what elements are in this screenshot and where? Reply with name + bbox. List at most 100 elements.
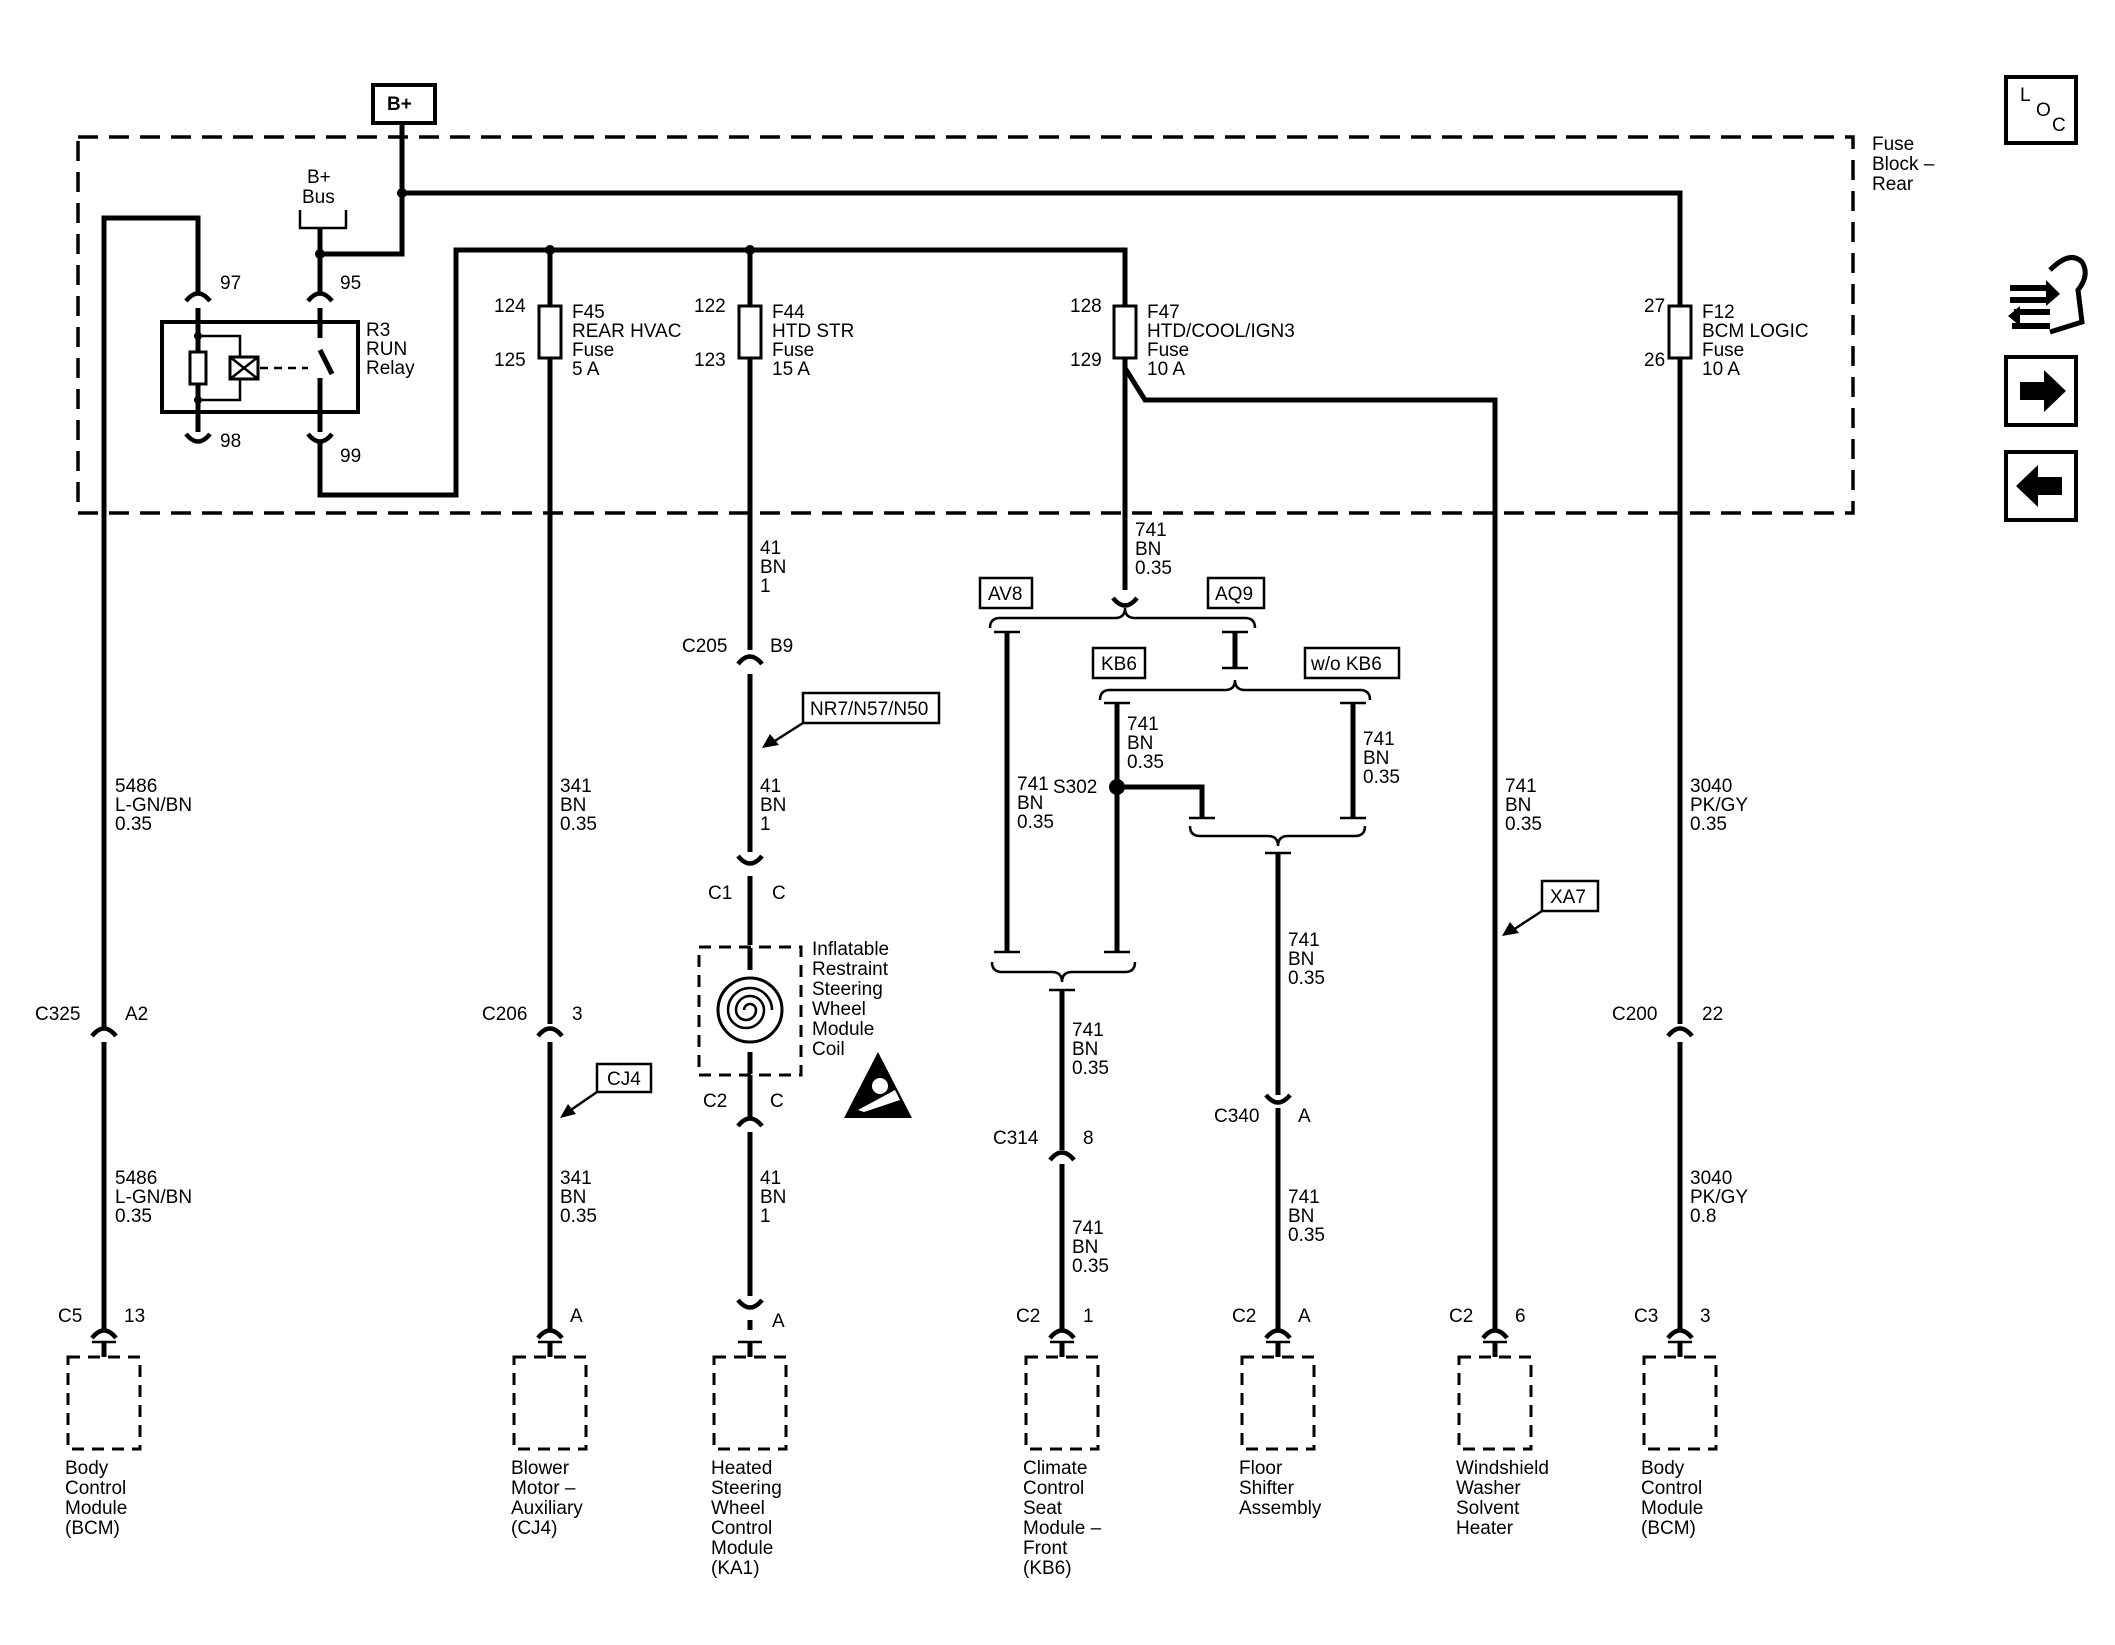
module-blower-line-3: Auxiliary [511,1498,583,1519]
module-floor-shifter-line-1: Floor [1239,1458,1283,1479]
bplus-bus-label-2: Bus [302,187,335,208]
tag-av8-box [978,576,1034,610]
fuse-f47-branch-xa7 [1122,366,1498,1330]
module-blower-pin: A [570,1306,583,1327]
wire-741-c-circuit: 741 [1127,714,1159,735]
relay-pin-98: 98 [220,431,241,452]
wire-741-a-color: BN [1135,539,1161,560]
c206-pin: 3 [572,1004,583,1025]
fuse-f44 [737,304,763,360]
fuse-f12-line-2: BCM LOGIC [1702,321,1809,342]
wire-741-c-color: BN [1127,733,1153,754]
loc-label-c: C [2052,115,2066,136]
c314-pin: 8 [1083,1128,1094,1149]
wire-741-a-circuit: 741 [1135,520,1167,541]
module-climate-seat-conn: C2 [1016,1306,1040,1327]
previous-page-button[interactable] [2004,450,2078,522]
wire-741-e-circuit: 741 [1288,930,1320,951]
module-washer-heater-line-1: Windshield [1456,1458,1549,1479]
module-bcm-b [1642,1328,1718,1451]
wire-741-f-circuit: 741 [1288,1187,1320,1208]
c325-label: C325 [35,1004,80,1025]
next-page-button[interactable] [2004,355,2078,427]
fuse-f45-line-4: 5 A [572,359,600,380]
coil-label-2: Restraint [812,959,889,980]
wire-41-a-color: BN [760,557,786,578]
module-blower-line-1: Blower [511,1458,570,1479]
wire-741-g-size: 0.35 [1072,1058,1109,1079]
wire-41-a-size: 1 [760,576,771,597]
tag-nr7-box [801,691,941,725]
module-heated-steering-line-3: Wheel [711,1498,765,1519]
wire-41-c-circuit: 41 [760,1168,781,1189]
wire-741-d-size: 0.35 [1363,767,1400,788]
arrow-right-icon [2020,370,2066,412]
wire-5486-a-size: 0.35 [115,814,152,835]
module-bcm-a-conn: C5 [58,1306,82,1327]
tag-aq9: AQ9 [1215,584,1253,605]
module-climate-seat-line-6: (KB6) [1023,1558,1072,1579]
module-bcm-a-pin: 13 [124,1306,145,1327]
wire-3040-b-size: 0.8 [1690,1206,1716,1227]
wire-3040-b-color: PK/GY [1690,1187,1748,1208]
nr7-arrow-icon [762,734,779,748]
module-bcm-a-line-4: (BCM) [65,1518,120,1539]
wire-5486-a-circuit: 5486 [115,776,157,797]
fuse-f12-out: 26 [1644,350,1665,371]
module-climate-seat-line-2: Control [1023,1478,1084,1499]
tag-xa7-box [1540,879,1600,913]
wire-741-h-circuit: 741 [1072,1218,1104,1239]
wire-741-d-color: BN [1363,748,1389,769]
relay-95-connector [306,291,334,303]
relay-pin-95: 95 [340,273,361,294]
wire-741-b-color: BN [1017,793,1043,814]
module-floor-shifter-line-3: Assembly [1239,1498,1322,1519]
c205-pin: B9 [770,636,793,657]
wire-5486-b-circuit: 5486 [115,1168,157,1189]
wire-341-b-circuit: 341 [560,1168,592,1189]
fuse-f47-out: 129 [1070,350,1102,371]
loc-button[interactable]: L O C [2004,75,2078,145]
wire-741-d-circuit: 741 [1363,729,1395,750]
wire-341-a-size: 0.35 [560,814,597,835]
arrow-left-icon [2016,465,2062,507]
fuse-f12-line-4: 10 A [1702,359,1740,380]
fuse-f45-out: 125 [494,350,526,371]
tag-cj4-box [595,1062,653,1094]
connector-diagram-icon[interactable] [2008,255,2088,335]
wire-341-a-circuit: 341 [560,776,592,797]
wire-741-f-color: BN [1288,1206,1314,1227]
wire-41-c-color: BN [760,1187,786,1208]
module-climate-seat-line-1: Climate [1023,1458,1087,1479]
relay-97-connector [184,291,212,303]
loc-label-l: L [2020,85,2031,106]
bplus-bus-label-1: B+ [307,167,331,188]
relay-pin-99: 99 [340,446,361,467]
wire-41-b-color: BN [760,795,786,816]
module-heated-steering-pin: A [772,1311,785,1332]
wire-741-g-circuit: 741 [1072,1020,1104,1041]
module-floor-shifter-conn: C2 [1232,1306,1256,1327]
fuse-block-label-3: Rear [1872,174,1914,195]
coil-label-6: Coil [812,1039,845,1060]
fuse-f45-in: 124 [494,296,526,317]
fuse-f44-line-4: 15 A [772,359,810,380]
av8-aq9-bracket [988,607,1257,629]
fuse-f44-in: 122 [694,296,726,317]
f47-split-connector [1111,596,1139,608]
fuse-f12-line-1: F12 [1702,302,1735,323]
c206-connector [536,1026,564,1038]
module-washer-heater [1457,1328,1533,1451]
c340-label: C340 [1214,1106,1259,1127]
relay-switch-contact [317,348,335,376]
tag-av8: AV8 [988,584,1023,605]
climate-merge-bracket [990,961,1137,983]
c206-label: C206 [482,1004,527,1025]
c1-connector [736,854,764,866]
module-bcm-b-line-4: (BCM) [1641,1518,1696,1539]
tag-wo-kb6: w/o KB6 [1310,654,1382,675]
airbag-warning-icon [844,1052,912,1118]
c2-connector [736,1116,764,1128]
module-bcm-a [66,1328,142,1451]
